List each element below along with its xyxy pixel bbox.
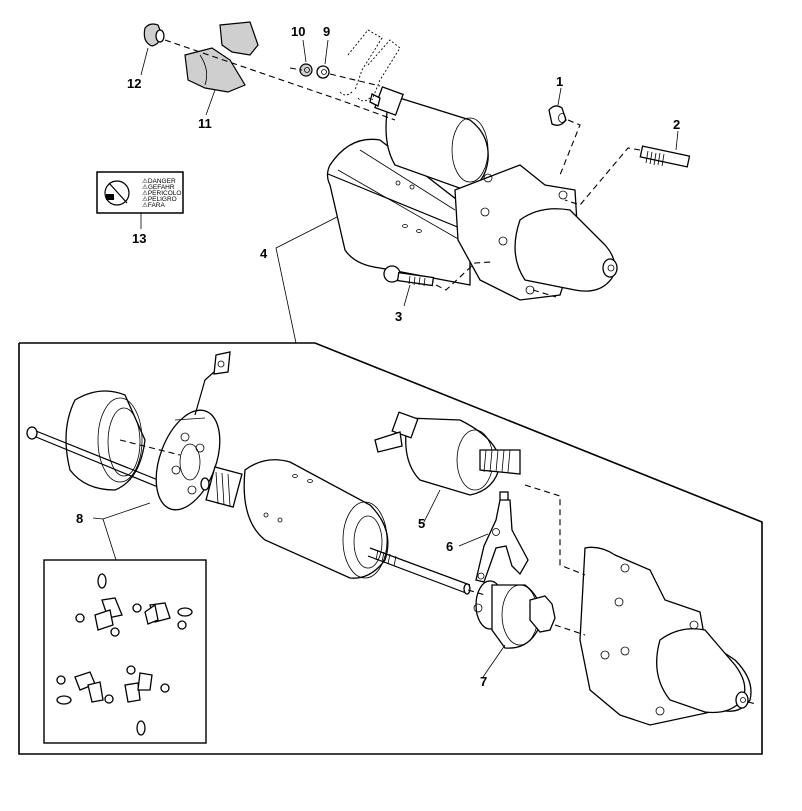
bolt-part-3 (383, 265, 435, 287)
shift-fork-part-6 (475, 491, 529, 583)
callout-12: 12 (127, 76, 141, 91)
warning-label-line: ⚠GEFAHR (142, 183, 175, 191)
armature-yoke (200, 459, 389, 579)
solenoid-part-5 (374, 411, 521, 496)
warning-label-part-13: ⚠DANGER ⚠GEFAHR ⚠PERICOLO ⚠PELIGRO ⚠FARA (96, 171, 184, 214)
callout-13: 13 (132, 231, 146, 246)
callout-10: 10 (291, 24, 305, 39)
callout-1: 1 (556, 74, 563, 89)
assembly-line-nut-1 (559, 119, 581, 176)
warning-label-line: ⚠PELIGRO (142, 195, 177, 203)
assembly-line-flange (532, 289, 557, 298)
callout-6: 6 (446, 539, 453, 554)
leader-8 (92, 502, 151, 520)
assembly-line-endcover (119, 439, 181, 456)
armature-shaft (367, 547, 471, 595)
brush-set (56, 573, 193, 736)
callout-8: 8 (76, 511, 83, 526)
callout-2: 2 (673, 117, 680, 132)
assembly-line-solenoid (524, 484, 586, 576)
assembly-line-bolt-3 (435, 261, 493, 291)
callout-5: 5 (418, 516, 425, 531)
terminal-cap-part-12 (143, 23, 165, 47)
warning-label-line: ⚠DANGER (142, 177, 176, 185)
through-bolt (26, 426, 179, 495)
assembly-line-housing-nose (747, 701, 757, 705)
warning-label-line: ⚠FARA (142, 201, 165, 209)
starter-motor-assembled (326, 86, 618, 301)
assembly-line-cap (164, 39, 396, 121)
callout-4: 4 (260, 246, 268, 261)
stud-part-2 (639, 145, 691, 168)
nut-part-1 (548, 105, 567, 126)
pinion-drive-part-7 (473, 580, 556, 649)
washer-part-9 (316, 65, 330, 79)
cable-ghost-outline (339, 29, 401, 102)
assembly-line-pinion-housing (554, 624, 586, 636)
assembly-line-nuts (289, 67, 381, 87)
brush-kit-inset (43, 559, 207, 744)
leader-4 (275, 214, 342, 344)
assembly-line-shaft-pinion (467, 589, 486, 596)
callout-9: 9 (323, 24, 330, 39)
callout-3: 3 (395, 309, 402, 324)
no-hands-warning-icon (104, 180, 130, 206)
drive-end-housing (579, 546, 752, 726)
assembly-line-stud-2 (564, 147, 641, 206)
callout-11: 11 (198, 116, 212, 131)
warning-label-line: ⚠PERICOLO (142, 189, 181, 197)
terminal-boot-part-11 (184, 21, 259, 93)
callout-7: 7 (480, 674, 487, 689)
commutator-end-cover (65, 390, 146, 491)
detail-frame (18, 342, 763, 755)
